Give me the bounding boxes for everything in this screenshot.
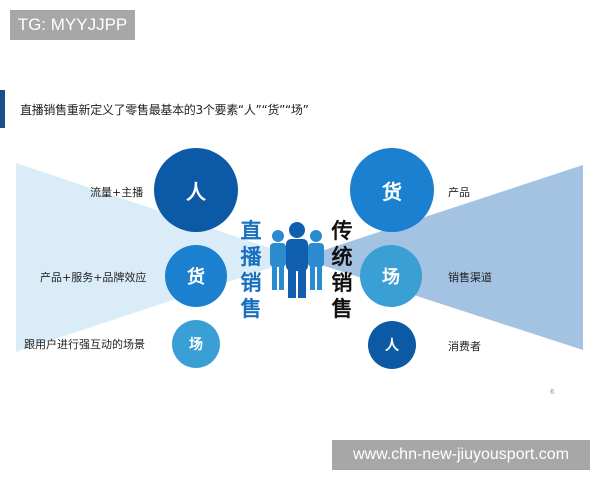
left-label-chang: 跟用户进行强互动的场景 xyxy=(24,338,145,351)
page-number: 6 xyxy=(550,388,555,396)
right-fan xyxy=(300,165,583,350)
right-circle-chang: 场 xyxy=(360,245,422,307)
right-label-huo: 产品 xyxy=(448,186,470,199)
right-label-ren: 消费者 xyxy=(448,340,481,353)
right-circle-ren: 人 xyxy=(368,321,416,369)
right-heading: 传 统 销 售 xyxy=(331,219,353,321)
page-title: 直播销售重新定义了零售最基本的3个要素“人”“货”“场” xyxy=(20,103,309,117)
left-circle-huo: 货 xyxy=(165,245,227,307)
left-label-ren: 流量+主播 xyxy=(90,186,144,199)
title-accent-bar xyxy=(0,90,5,128)
left-fan xyxy=(16,163,300,352)
left-label-huo: 产品+服务+品牌效应 xyxy=(40,271,147,284)
watermark-bottom: www.chn-new-jiuyousport.com xyxy=(332,440,590,470)
left-heading: 直 播 销 售 xyxy=(240,219,262,321)
left-circle-chang: 场 xyxy=(172,320,220,368)
right-label-chang: 销售渠道 xyxy=(448,271,492,284)
right-circle-huo: 货 xyxy=(350,148,434,232)
left-circle-ren: 人 xyxy=(154,148,238,232)
watermark-top: TG: MYYJJPP xyxy=(10,10,135,40)
people-group-icon xyxy=(270,222,324,298)
